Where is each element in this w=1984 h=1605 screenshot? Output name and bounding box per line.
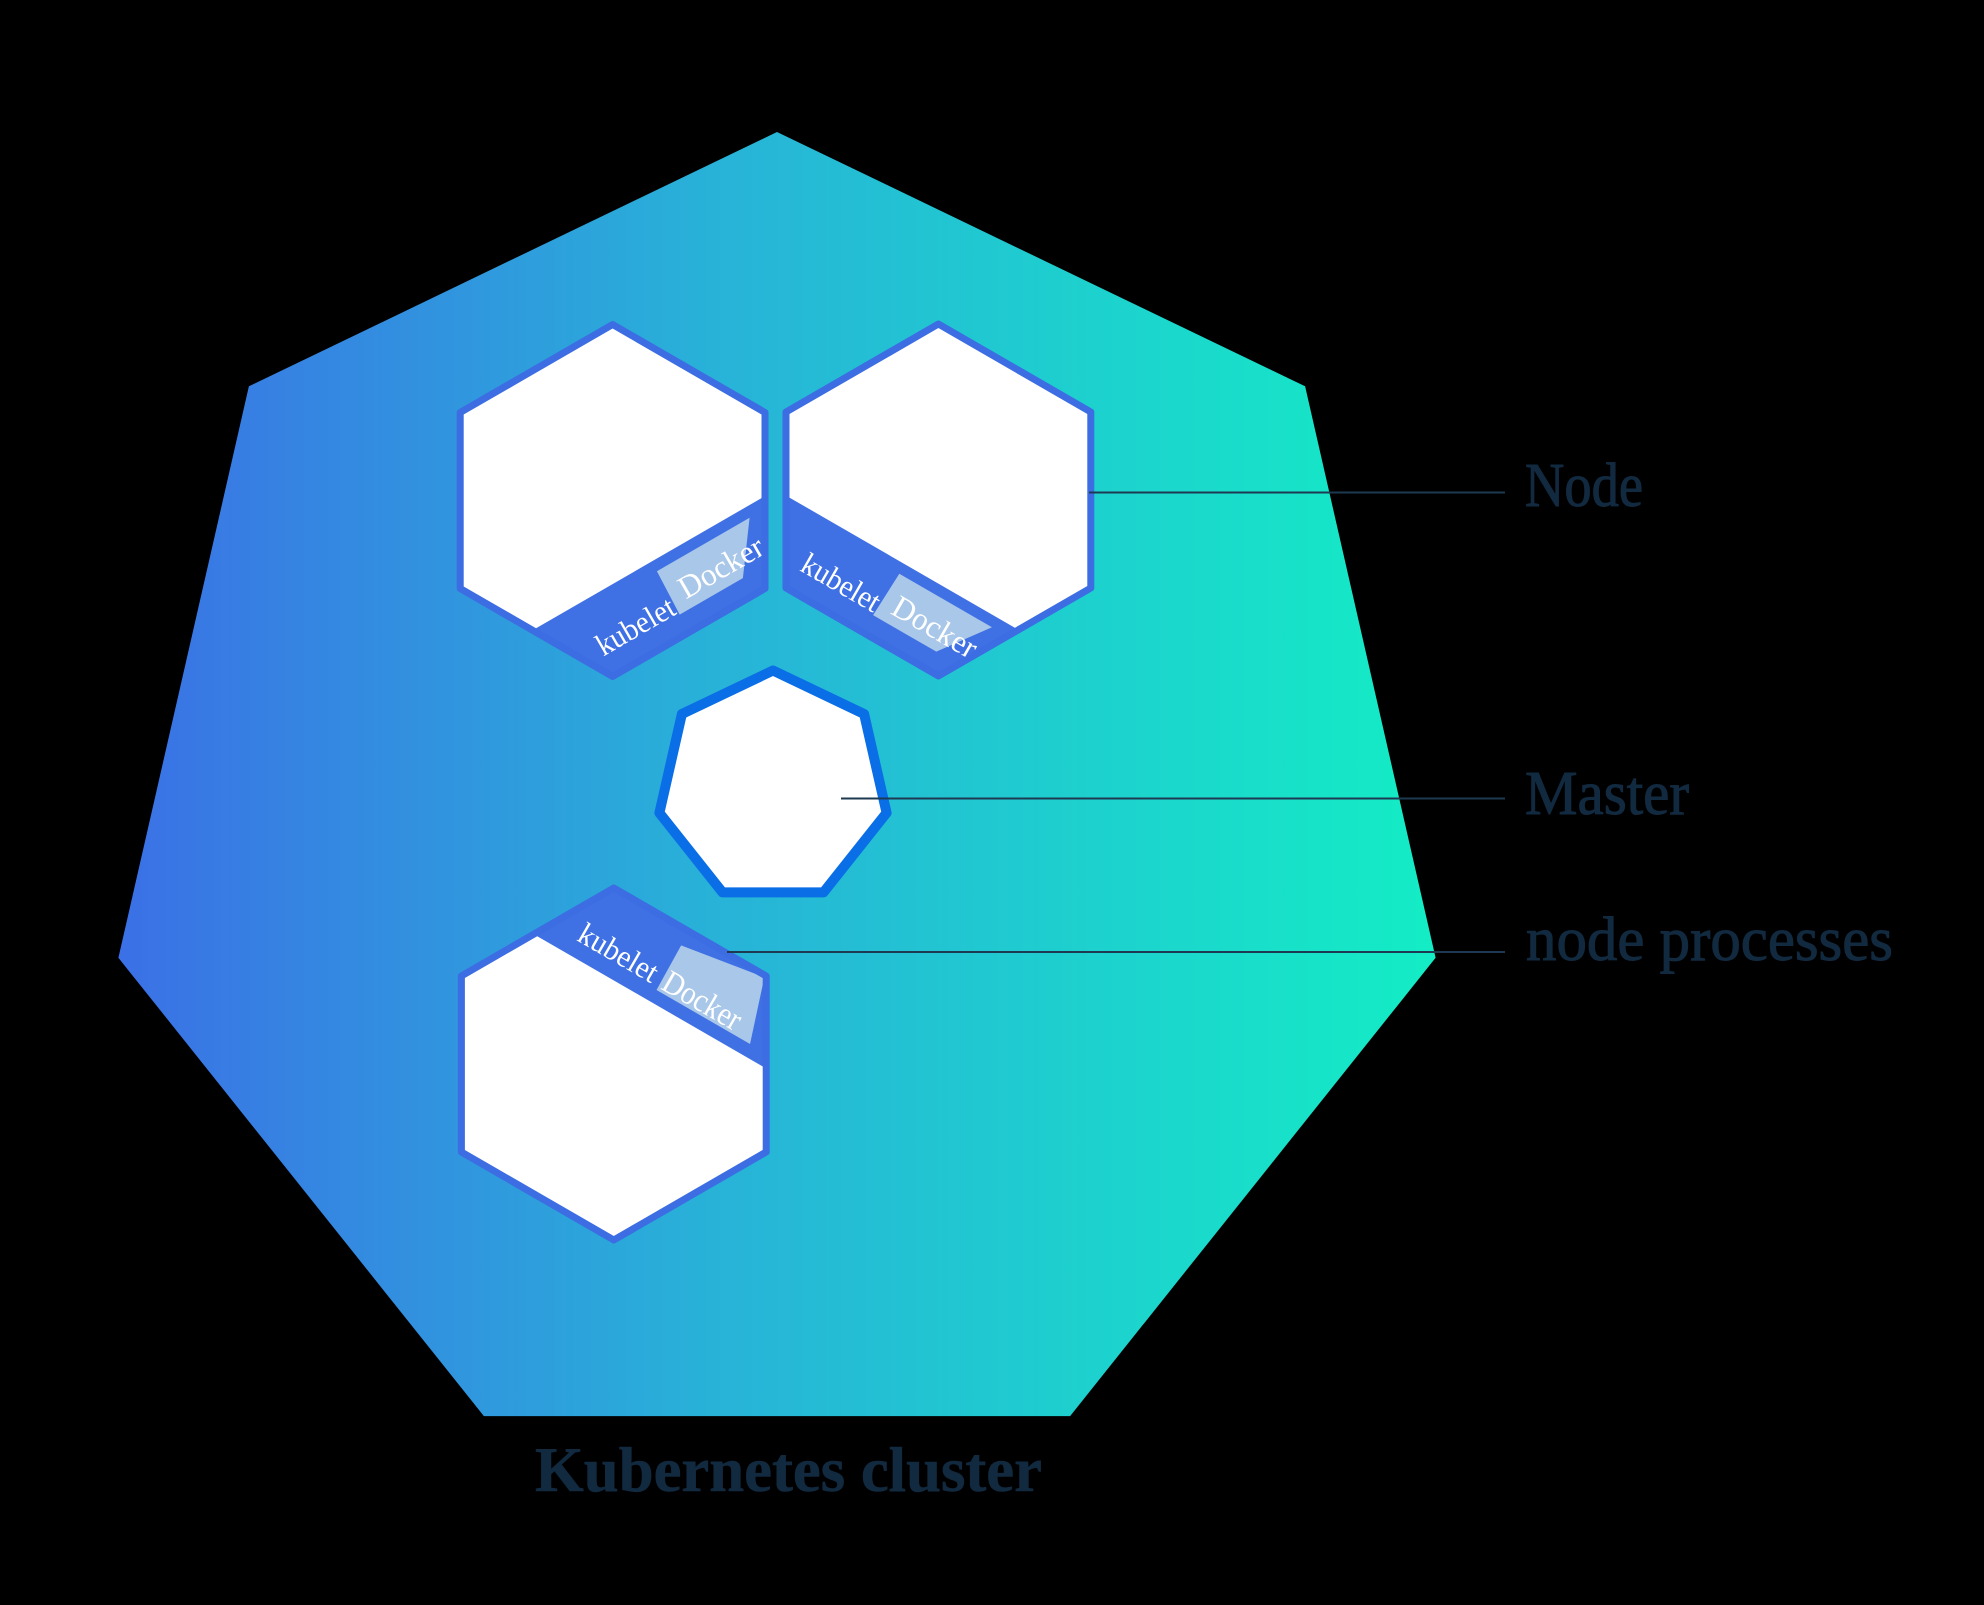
svg-text:node processes: node processes [1526, 906, 1893, 974]
svg-text:Master: Master [1525, 760, 1689, 828]
svg-text:Kubernetes cluster: Kubernetes cluster [535, 1435, 1042, 1505]
svg-text:Node: Node [1525, 452, 1643, 520]
